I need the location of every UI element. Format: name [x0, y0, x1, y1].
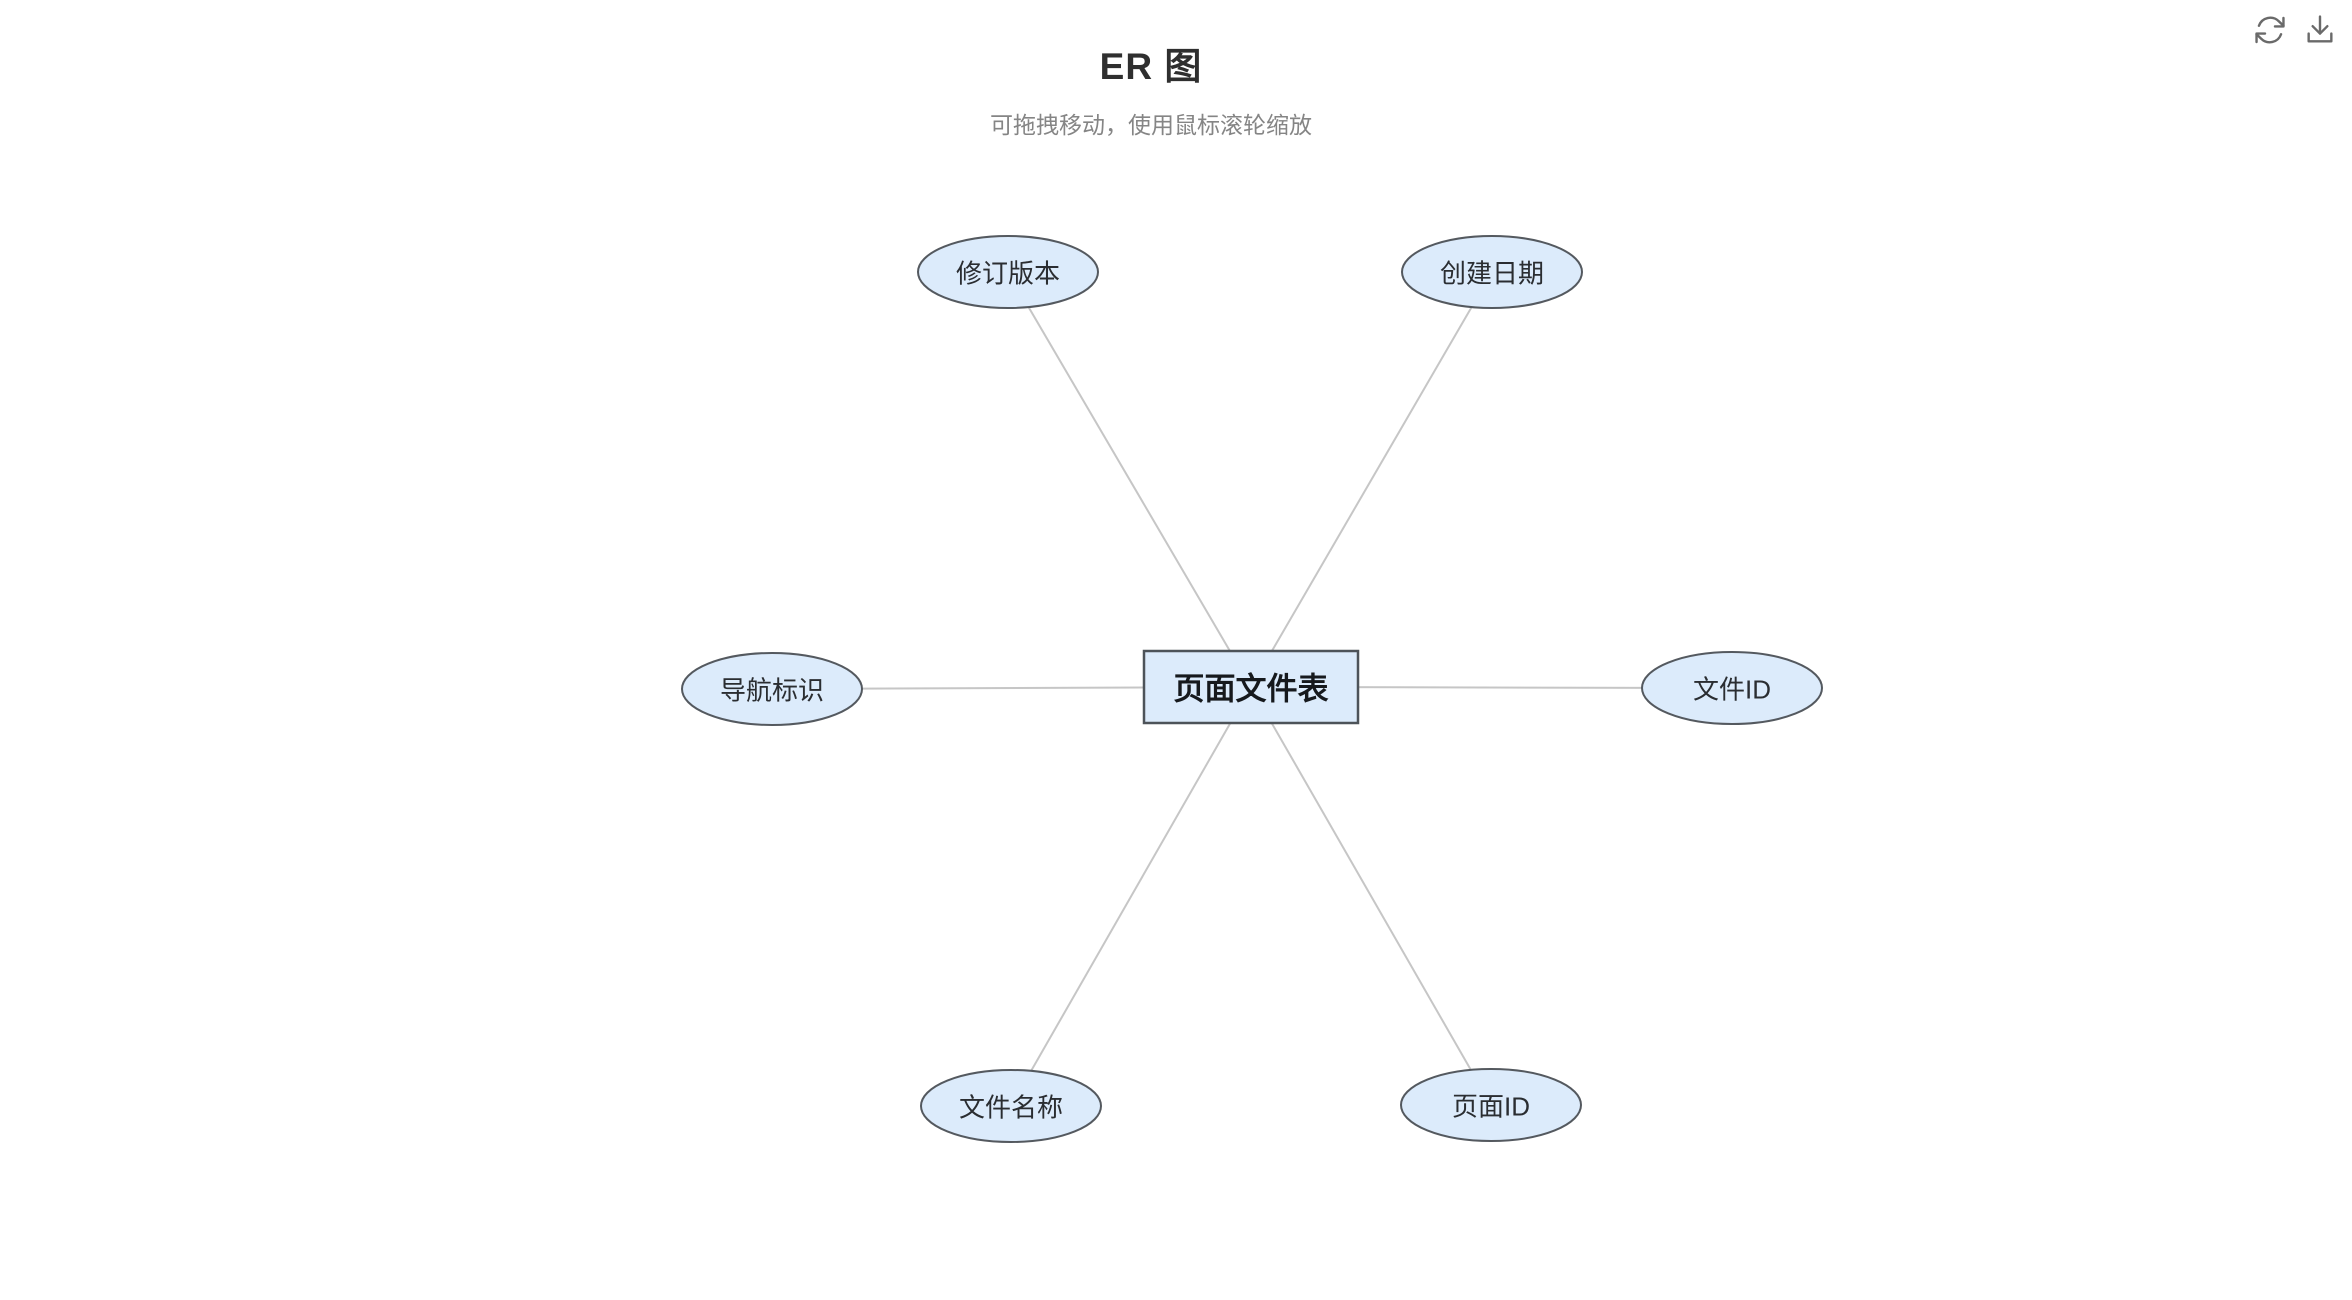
attribute-node-revision[interactable]: 修订版本 [917, 235, 1099, 309]
download-icon [2307, 15, 2333, 43]
attribute-node-nav_id[interactable]: 导航标识 [681, 652, 863, 726]
entity-label: 页面文件表 [1174, 671, 1329, 706]
attribute-node-file_name[interactable]: 文件名称 [920, 1069, 1102, 1143]
entity-node-page_file_table[interactable]: 页面文件表 [1142, 649, 1360, 725]
attribute-label: 创建日期 [1440, 259, 1544, 289]
attribute-ellipse [917, 235, 1099, 309]
attribute-ellipse [1400, 1068, 1582, 1142]
entity-rect [1142, 649, 1360, 725]
er-edge-page_file_table-page_id [1250, 686, 1492, 1106]
attribute-label: 文件名称 [959, 1093, 1063, 1123]
toolbar [2252, 12, 2338, 48]
attribute-node-page_id[interactable]: 页面ID [1400, 1068, 1582, 1142]
attribute-label: 页面ID [1452, 1092, 1530, 1122]
download-button[interactable] [2302, 12, 2338, 48]
attribute-node-file_id[interactable]: 文件ID [1641, 651, 1823, 725]
refresh-button[interactable] [2252, 12, 2288, 48]
er-edge-page_file_table-file_name [1010, 686, 1252, 1107]
er-edge-page_file_table-create_date [1250, 271, 1493, 688]
attribute-node-create_date[interactable]: 创建日期 [1401, 235, 1583, 309]
attribute-label: 文件ID [1693, 675, 1771, 705]
refresh-icon [2255, 16, 2285, 44]
attribute-ellipse [920, 1069, 1102, 1143]
er-edge-page_file_table-revision [1007, 271, 1252, 688]
attribute-ellipse [1401, 235, 1583, 309]
attribute-label: 导航标识 [720, 676, 824, 706]
attribute-ellipse [1641, 651, 1823, 725]
attribute-ellipse [681, 652, 863, 726]
attribute-label: 修订版本 [956, 259, 1060, 289]
